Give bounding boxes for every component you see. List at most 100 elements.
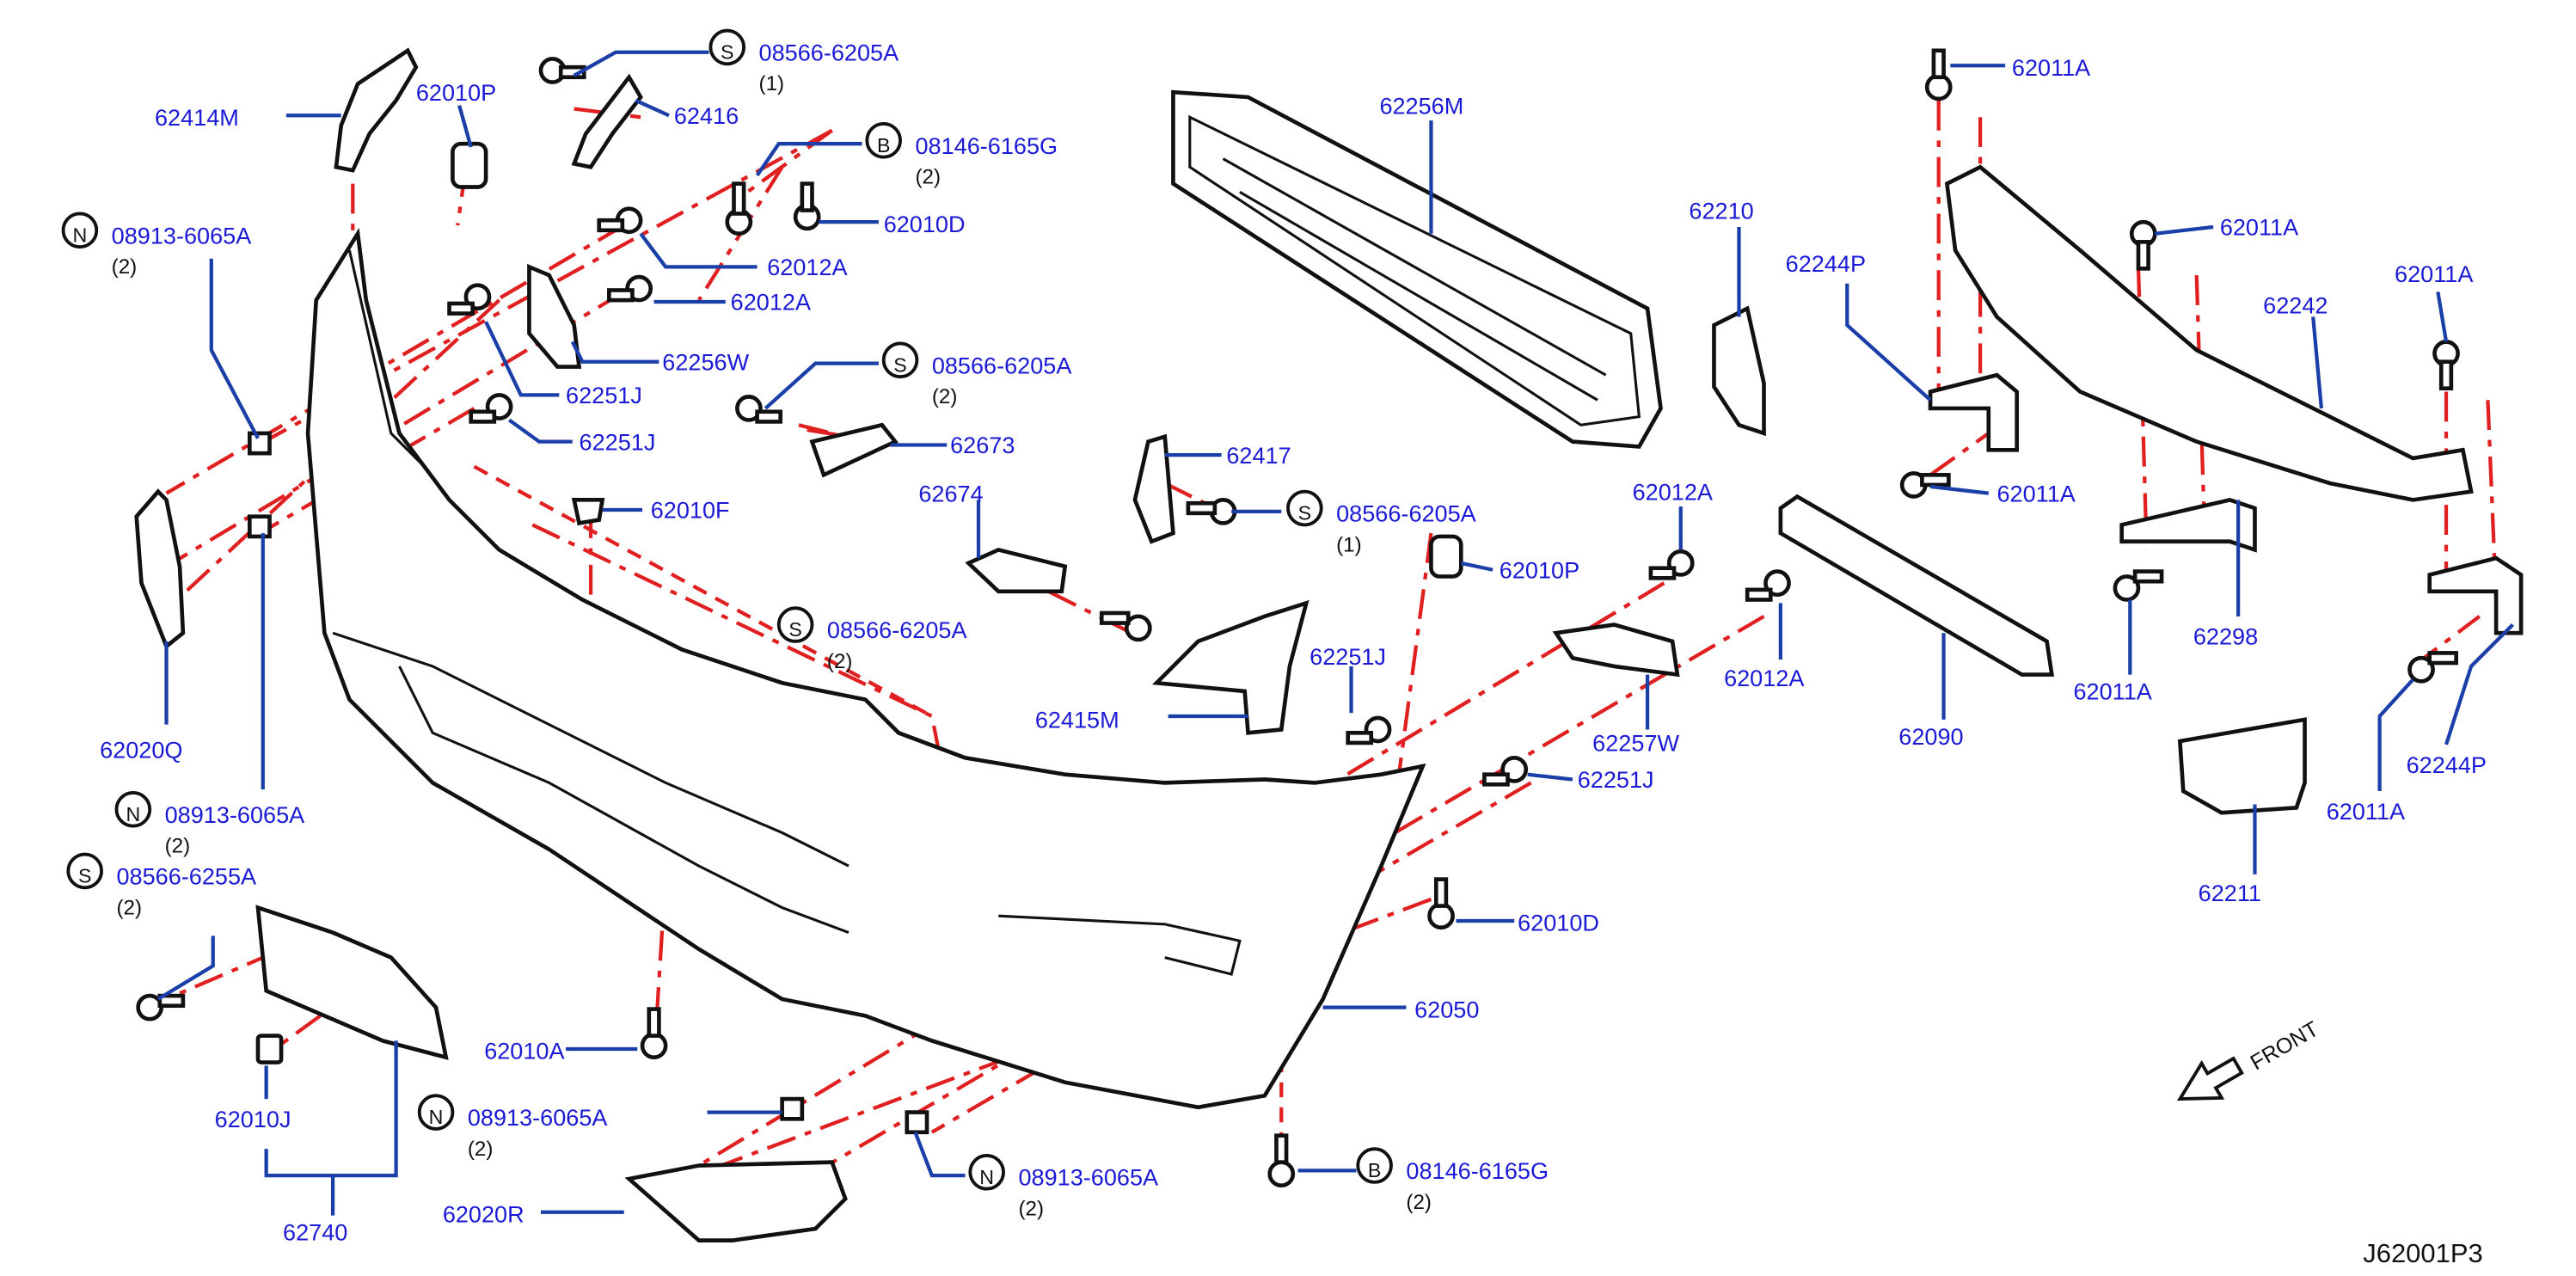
callout-62210: 62210 (1689, 197, 1753, 224)
part-62242 (1944, 164, 2474, 502)
part-number-label: 62256M (1379, 92, 1463, 119)
part-number-label: 62244P (1786, 250, 1866, 277)
part-62211 (2177, 717, 2307, 815)
part-number-label: 62010D (1518, 910, 1599, 936)
part-number-label: 62010A (484, 1038, 565, 1064)
callout-62012a: 62012A (1724, 665, 1805, 691)
callout-62011a: 62011A (2074, 678, 2153, 705)
callout-62417: 62417 (1226, 442, 1291, 469)
part-62414M (334, 47, 419, 173)
quantity-label: (2) (112, 255, 138, 279)
part-number-label: 62012A (731, 289, 812, 316)
part-62050-fascia (305, 227, 1426, 1110)
callout-62020r: 62020R (443, 1200, 524, 1227)
part-62020R (624, 1160, 848, 1242)
callout-62414m: 62414M (155, 104, 239, 131)
clip-N-d (905, 1110, 929, 1135)
callout-62010d: 62010D (884, 211, 966, 237)
part-number-label: 62011A (2327, 798, 2406, 825)
part-62298 (2119, 497, 2257, 553)
callout-08146-6165g: B 08146-6165G (2) (1356, 1147, 1549, 1214)
leader-lines (156, 50, 2514, 1216)
quantity-label: (2) (1406, 1191, 1432, 1214)
clip-N-a (247, 431, 272, 456)
part-number-label: 08146-6165G (1406, 1157, 1549, 1184)
circle-letter: S (893, 353, 907, 376)
part-62674 (965, 547, 1068, 594)
circle-letter: B (1368, 1159, 1382, 1181)
part-number-label: 62012A (1633, 478, 1714, 505)
part-62257W (1552, 623, 1680, 678)
front-indicator: FRONT (2176, 1017, 2323, 1101)
part-62415M (1151, 599, 1309, 735)
circle-letter: N (126, 803, 140, 825)
callout-62011a: 62011A (2327, 798, 2406, 825)
callout-62251j: 62251J (566, 382, 642, 408)
fasteners (136, 48, 2460, 1188)
quantity-label: (2) (116, 896, 142, 919)
callout-62256w: 62256W (662, 348, 749, 375)
part-number-label: 62020Q (100, 736, 182, 763)
part-number-label: 08146-6165G (915, 132, 1058, 159)
callout-62020q: 62020Q (100, 736, 182, 763)
part-number-label: 62011A (2220, 214, 2299, 241)
callout-62012a: 62012A (767, 254, 848, 280)
part-number-label: 62050 (1414, 996, 1479, 1022)
part-number-label: 08566-6255A (116, 862, 257, 889)
callout-62251j: 62251J (1309, 643, 1386, 670)
callout-62011a: 62011A (2395, 261, 2474, 287)
callout-62740: 62740 (283, 1219, 347, 1246)
part-number-label: 62415M (1035, 707, 1119, 733)
circle-b-icon (865, 122, 902, 159)
circle-s-icon (1286, 489, 1323, 527)
part-62090 (1778, 494, 2055, 677)
circle-letter: S (721, 40, 734, 63)
part-62210 (1712, 305, 1766, 437)
callout-62050: 62050 (1414, 996, 1479, 1022)
part-number-label: 62242 (2263, 292, 2328, 319)
callout-62416: 62416 (674, 102, 739, 129)
part-number-label: 62674 (918, 480, 983, 506)
callout-62010p: 62010P (1500, 556, 1579, 583)
part-number-label: 08566-6205A (759, 39, 900, 65)
quantity-label: (1) (1336, 533, 1362, 556)
clip-N-c (780, 1096, 805, 1121)
part-62740 (255, 905, 449, 1060)
callout-62251j: 62251J (1578, 766, 1654, 793)
part-number-label: 62210 (1689, 197, 1753, 224)
callout-62211: 62211 (2199, 880, 2261, 906)
callout-62244p: 62244P (2407, 751, 2487, 778)
part-number-label: 62010P (1500, 556, 1579, 583)
callout-62011a: 62011A (2012, 54, 2091, 81)
callout-62251j: 62251J (580, 428, 656, 455)
callout-62011a: 62011A (2220, 214, 2299, 241)
part-number-label: 08913-6065A (1018, 1164, 1159, 1191)
part-number-label: 62416 (674, 102, 739, 129)
part-number-label: 62012A (1724, 665, 1805, 691)
callout-62242: 62242 (2263, 292, 2328, 319)
part-number-label: 62251J (1309, 643, 1386, 670)
quantity-label: (2) (827, 650, 853, 673)
part-62010P-a (451, 141, 488, 189)
part-number-label: 08913-6065A (112, 222, 253, 248)
circle-s-icon (708, 28, 746, 66)
part-62010P-b (1429, 534, 1463, 579)
part-number-label: 62414M (155, 104, 239, 131)
circle-s-icon (776, 606, 814, 643)
circle-letter: S (1298, 502, 1312, 525)
callout-62012a: 62012A (731, 289, 812, 316)
callout-62256m: 62256M (1379, 92, 1463, 119)
circle-letter: S (788, 618, 802, 641)
clip-N-b (247, 514, 272, 539)
part-number-label: 62011A (1996, 480, 2076, 506)
part-shapes (134, 47, 2524, 1242)
part-62256W (527, 263, 582, 369)
part-62244P-b (2427, 555, 2524, 635)
